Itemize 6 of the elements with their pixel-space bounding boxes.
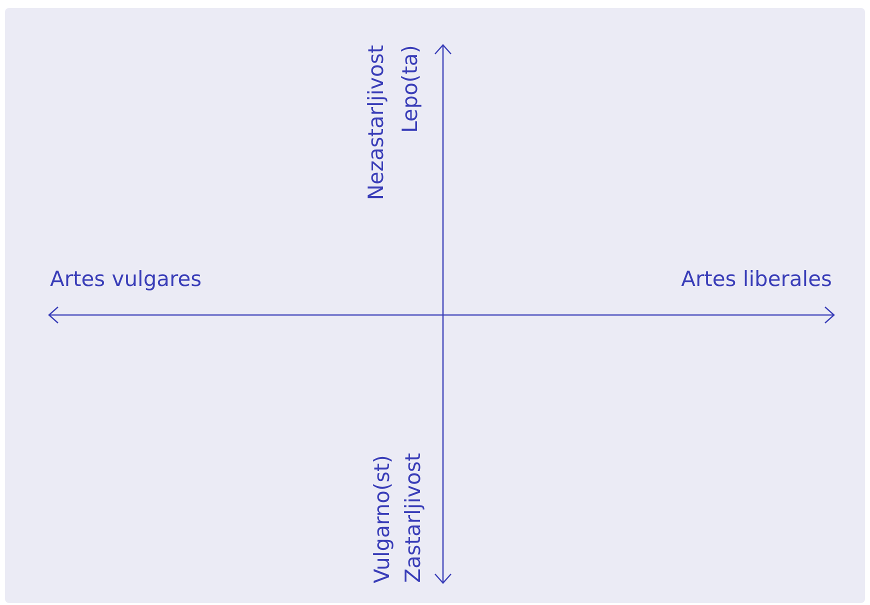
- vertical-axis-label: Zastarljivost: [401, 453, 425, 583]
- vertical-axis-label: Vulgarno(st): [370, 454, 394, 583]
- vertical-axis-label: Lepo(ta): [398, 45, 422, 133]
- horizontal-axis-label: Artes liberales: [681, 267, 832, 291]
- vertical-axis-label: Nezastarljivost: [364, 45, 388, 200]
- horizontal-axis-label: Artes vulgares: [50, 267, 202, 291]
